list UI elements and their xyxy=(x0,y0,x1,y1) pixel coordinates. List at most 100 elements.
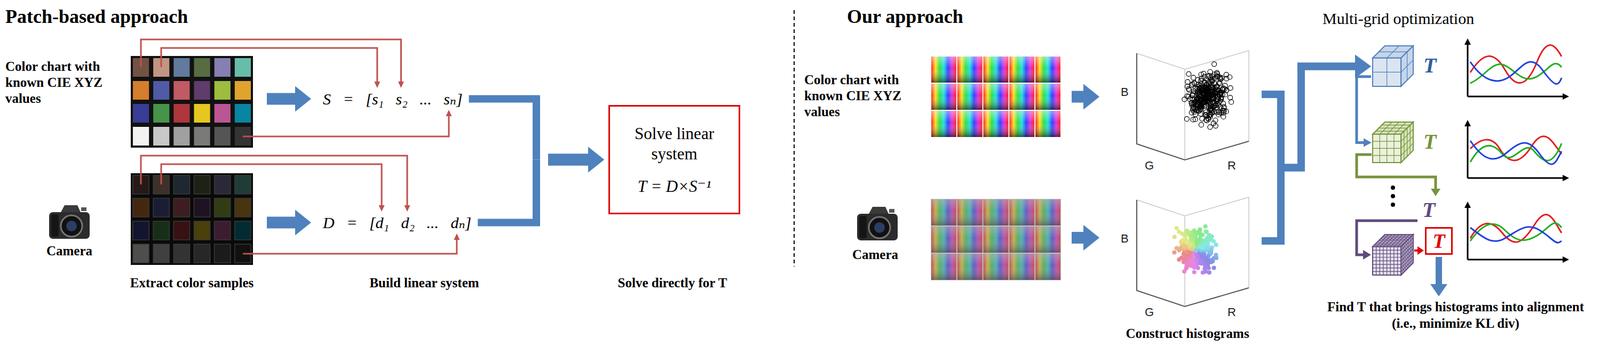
sample-point xyxy=(1197,229,1202,234)
gradient-shade xyxy=(931,56,957,83)
camera-flash xyxy=(889,209,895,213)
sample-point xyxy=(1223,72,1229,78)
camera-tint xyxy=(930,199,1061,281)
curve-plot xyxy=(1464,201,1570,264)
axis-line xyxy=(1467,207,1469,260)
sample-point xyxy=(1194,240,1200,245)
sample-point xyxy=(1228,95,1233,101)
color-patch xyxy=(173,104,190,123)
sample-point xyxy=(1207,69,1213,75)
gradient-tile xyxy=(957,83,983,110)
sample-point xyxy=(1200,100,1206,106)
gradient-tile xyxy=(1009,111,1035,138)
sample-point xyxy=(1200,254,1206,259)
sample-point xyxy=(1194,107,1200,113)
sample-point xyxy=(1184,240,1190,245)
color-patch xyxy=(173,127,190,146)
gradient-tile xyxy=(1009,83,1035,110)
color-patch xyxy=(173,81,190,100)
node-text: Color chart with known CIE XYZ values xyxy=(5,58,119,107)
sample-point xyxy=(1190,117,1196,123)
arrow-head xyxy=(1363,138,1372,148)
block-arrow xyxy=(1071,225,1100,251)
color-patch xyxy=(234,221,251,241)
sample-point xyxy=(1189,110,1194,116)
connector xyxy=(477,147,605,224)
color-patch xyxy=(173,58,190,77)
sample-point xyxy=(1221,85,1226,91)
sample-point xyxy=(1208,106,1214,112)
node-text: T xyxy=(1432,231,1445,252)
sample-point xyxy=(1212,266,1217,271)
block-arrow xyxy=(1071,84,1100,110)
sample-point xyxy=(1186,71,1192,77)
gradient-shade xyxy=(931,111,957,138)
sample-point xyxy=(1195,266,1201,271)
gradient-shade xyxy=(1035,56,1061,83)
camera-icon xyxy=(857,207,898,241)
grid-cubes xyxy=(1372,45,1414,276)
plot-grid xyxy=(1136,197,1249,307)
sample-point xyxy=(1191,255,1196,260)
output-arrow xyxy=(1435,257,1443,286)
color-patch xyxy=(234,198,251,218)
sample-point xyxy=(1213,103,1218,108)
gradient-shade xyxy=(1035,83,1061,110)
block-arrow xyxy=(266,86,312,113)
sample-point xyxy=(1193,248,1199,253)
node-text: Construct histograms xyxy=(1110,325,1265,343)
color-patch xyxy=(132,244,149,264)
grid-cube: T xyxy=(1372,122,1414,164)
scatter-plots xyxy=(1136,50,1249,307)
arrow-head xyxy=(453,233,460,241)
node-text: D = [d₁ d₂ ... dₙ] xyxy=(322,212,472,234)
node-text: B xyxy=(1120,85,1129,100)
gradient-tile xyxy=(1035,56,1061,83)
sample-point xyxy=(1198,122,1204,128)
plot-axes xyxy=(1136,53,1249,161)
sample-point xyxy=(1211,239,1216,244)
gradient-shade xyxy=(1009,111,1035,138)
color-patch xyxy=(194,198,211,218)
axis-head xyxy=(1464,120,1471,127)
gradient-tile xyxy=(983,83,1009,110)
axis-head xyxy=(1464,201,1471,209)
color-patch xyxy=(214,81,231,100)
plot-axes xyxy=(1136,200,1249,307)
color-patch xyxy=(214,104,231,123)
arrow-head xyxy=(374,81,380,89)
sample-point xyxy=(1171,250,1177,255)
node-text: T xyxy=(1423,53,1437,78)
color-patch xyxy=(234,175,251,195)
color-patch xyxy=(234,81,251,100)
color-patch xyxy=(173,244,190,264)
node-text: T xyxy=(1423,130,1437,154)
color-patch xyxy=(132,81,149,100)
node-text: Color chart with known CIE XYZ values xyxy=(804,72,920,121)
cube-grid xyxy=(1372,122,1414,163)
color-patch xyxy=(132,198,149,218)
color-patch xyxy=(153,221,170,241)
gradient-tile xyxy=(1035,111,1061,138)
color-patch xyxy=(153,198,170,218)
section-title: Our approach xyxy=(846,5,964,28)
chart-frame xyxy=(130,56,253,148)
sample-point xyxy=(1201,74,1207,79)
sample-point xyxy=(1204,229,1209,234)
sample-point xyxy=(1192,270,1197,275)
sample-point xyxy=(1200,88,1206,94)
sample-point xyxy=(1208,250,1214,256)
connector xyxy=(266,210,312,236)
sample-point xyxy=(1206,85,1212,91)
cube-grid xyxy=(1372,234,1414,276)
histogram-plot: BGR xyxy=(1115,48,1260,174)
cube-grid xyxy=(1372,45,1414,87)
color-patch xyxy=(194,221,211,241)
sample-point xyxy=(1213,117,1218,123)
color-patch xyxy=(173,198,190,218)
step-label: Solve directly for T xyxy=(592,274,753,292)
sample-point xyxy=(1184,116,1190,122)
gradient-shade xyxy=(1009,56,1035,83)
camera-glass xyxy=(66,220,77,232)
